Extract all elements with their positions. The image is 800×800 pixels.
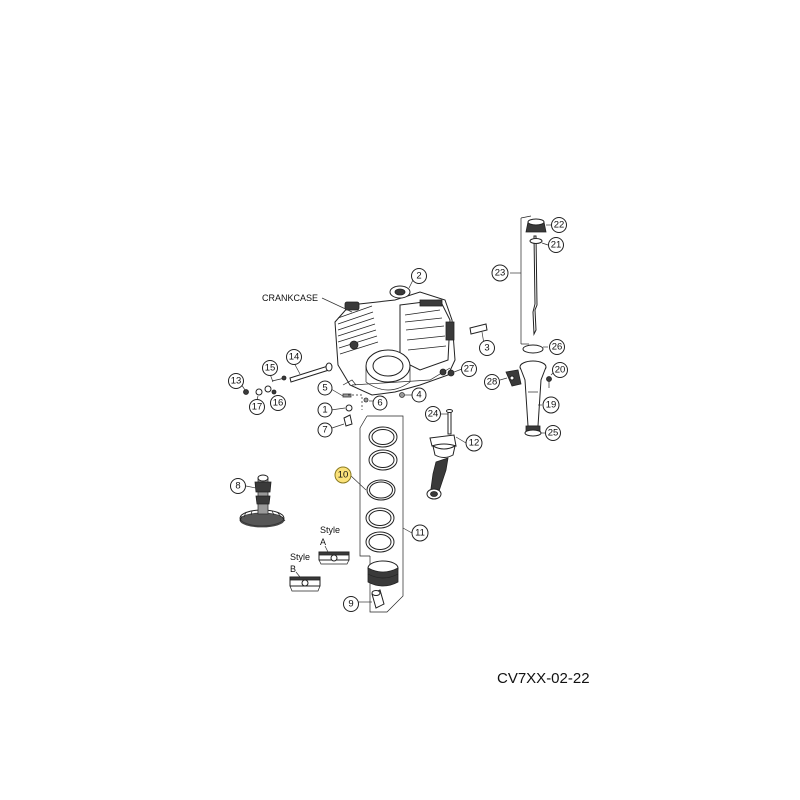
callout-21: 21 [548, 237, 564, 253]
part-19-tube [519, 360, 547, 432]
svg-text:19: 19 [546, 400, 557, 411]
svg-text:24: 24 [428, 409, 439, 420]
callout-16: 16 [270, 395, 286, 411]
figure-code: CV7XX-02-22 [497, 670, 590, 687]
callout-4: 4 [411, 387, 427, 403]
callout-1: 1 [317, 402, 333, 418]
svg-text:20: 20 [555, 365, 566, 376]
style-b-piston [289, 576, 321, 592]
part-24-bolts [446, 409, 453, 435]
style-b-letter: B [290, 564, 296, 574]
parts-1-5-6-7-fittings [342, 379, 369, 427]
callout-13: 13 [228, 373, 244, 389]
part-21-oring [529, 238, 543, 244]
part-28-bracket [505, 369, 522, 387]
callout-8: 8 [230, 478, 246, 494]
part-16 [264, 385, 272, 393]
svg-text:9: 9 [348, 599, 353, 610]
part-9-wrist-pin [371, 589, 385, 609]
callout-20: 20 [552, 362, 568, 378]
callout-2: 2 [411, 268, 427, 284]
part-10-piston-rings [365, 426, 398, 553]
callout-23: 23 [491, 264, 509, 282]
callout-14: 14 [286, 349, 302, 365]
svg-text:7: 7 [322, 425, 327, 436]
svg-text:22: 22 [554, 220, 565, 231]
svg-text:2: 2 [416, 271, 421, 282]
callout-12: 12 [465, 434, 483, 452]
callout-6: 6 [372, 395, 388, 411]
svg-text:21: 21 [551, 240, 562, 251]
callout-22: 22 [551, 217, 567, 233]
part-23-dipstick [520, 215, 538, 345]
part-17 [255, 388, 263, 396]
callout-9: 9 [343, 596, 359, 612]
part-12-connecting-rod [426, 434, 457, 500]
svg-text:25: 25 [548, 428, 559, 439]
callout-17: 17 [249, 399, 265, 415]
svg-text:5: 5 [322, 383, 327, 394]
part-27-screw [447, 369, 455, 377]
part-22-cap [525, 218, 547, 233]
part-3-dowel [469, 323, 488, 335]
part-14-pin [289, 362, 333, 383]
svg-text:28: 28 [487, 377, 498, 388]
svg-text:15: 15 [265, 363, 276, 374]
crankcase-label: CRANKCASE [262, 293, 318, 303]
callout-11: 11 [411, 524, 429, 542]
svg-text:12: 12 [469, 438, 480, 449]
part-11-piston [367, 560, 399, 587]
svg-text:11: 11 [415, 528, 425, 539]
part-15 [271, 375, 287, 382]
part-25-grommet [524, 429, 542, 437]
svg-text:26: 26 [552, 342, 563, 353]
callout-5: 5 [317, 380, 333, 396]
callout-26: 26 [549, 339, 565, 355]
svg-text:17: 17 [252, 402, 263, 413]
svg-text:8: 8 [235, 481, 240, 492]
svg-text:1: 1 [322, 405, 327, 416]
callout-10-highlighted[interactable]: 10 [334, 466, 352, 484]
svg-text:4: 4 [416, 390, 421, 401]
part-26-oring [522, 344, 544, 354]
callout-24: 24 [425, 406, 441, 422]
style-a-piston [318, 551, 350, 565]
callout-28: 28 [484, 374, 500, 390]
svg-text:16: 16 [273, 398, 284, 409]
svg-text:27: 27 [464, 364, 475, 375]
part-2-oil-seal [389, 285, 411, 299]
style-a-label: Style [320, 525, 340, 535]
style-a-letter: A [320, 537, 326, 547]
part-8-camshaft [239, 474, 286, 528]
callout-3: 3 [479, 340, 495, 356]
piston-ring-bracket [359, 415, 404, 613]
part-13 [243, 389, 249, 395]
callout-19: 19 [542, 396, 560, 414]
svg-text:3: 3 [484, 343, 489, 354]
svg-text:6: 6 [377, 398, 382, 409]
callout-7: 7 [317, 422, 333, 438]
svg-text:10: 10 [338, 470, 349, 481]
part-20-screw [546, 376, 552, 388]
callout-15: 15 [262, 360, 278, 376]
part-4-screw [399, 392, 405, 398]
callout-27: 27 [461, 361, 477, 377]
svg-text:13: 13 [231, 376, 242, 387]
crankcase-illustration [334, 291, 456, 396]
style-b-label: Style [290, 552, 310, 562]
svg-text:23: 23 [495, 268, 506, 279]
svg-text:14: 14 [289, 352, 300, 363]
callout-25: 25 [545, 425, 561, 441]
